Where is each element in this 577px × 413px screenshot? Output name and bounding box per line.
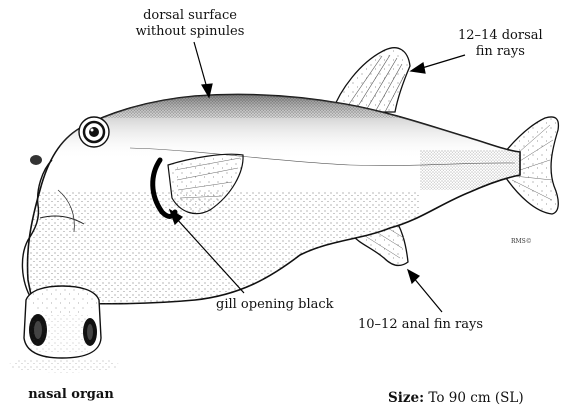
label-dorsal-fin-rays: 12–14 dorsal fin rays [458, 28, 543, 60]
arrow-anal-rays [408, 270, 442, 312]
label-dorsal-surface-line1: dorsal surface [117, 8, 263, 24]
arrow-dorsal-surface [194, 42, 212, 97]
label-nasal-organ: nasal organ [16, 387, 126, 403]
label-anal-fin-rays: 10–12 anal fin rays [358, 317, 483, 333]
illustrator-signature: RMS© [511, 238, 532, 245]
size-caption: Size: To 90 cm (SL) [388, 390, 524, 406]
label-dorsal-rays-line1: 12–14 dorsal [458, 28, 543, 44]
arrow-dorsal-rays [411, 55, 465, 73]
size-caption-label: Size: [388, 390, 424, 406]
label-gill-opening: gill opening black [216, 297, 334, 313]
label-dorsal-surface: dorsal surface without spinules [117, 8, 263, 40]
size-caption-value: To 90 cm (SL) [428, 390, 523, 406]
label-dorsal-rays-line2: fin rays [458, 44, 543, 60]
label-dorsal-surface-line2: without spinules [117, 24, 263, 40]
fish-eye [79, 117, 109, 147]
dorsal-fin [332, 48, 410, 112]
